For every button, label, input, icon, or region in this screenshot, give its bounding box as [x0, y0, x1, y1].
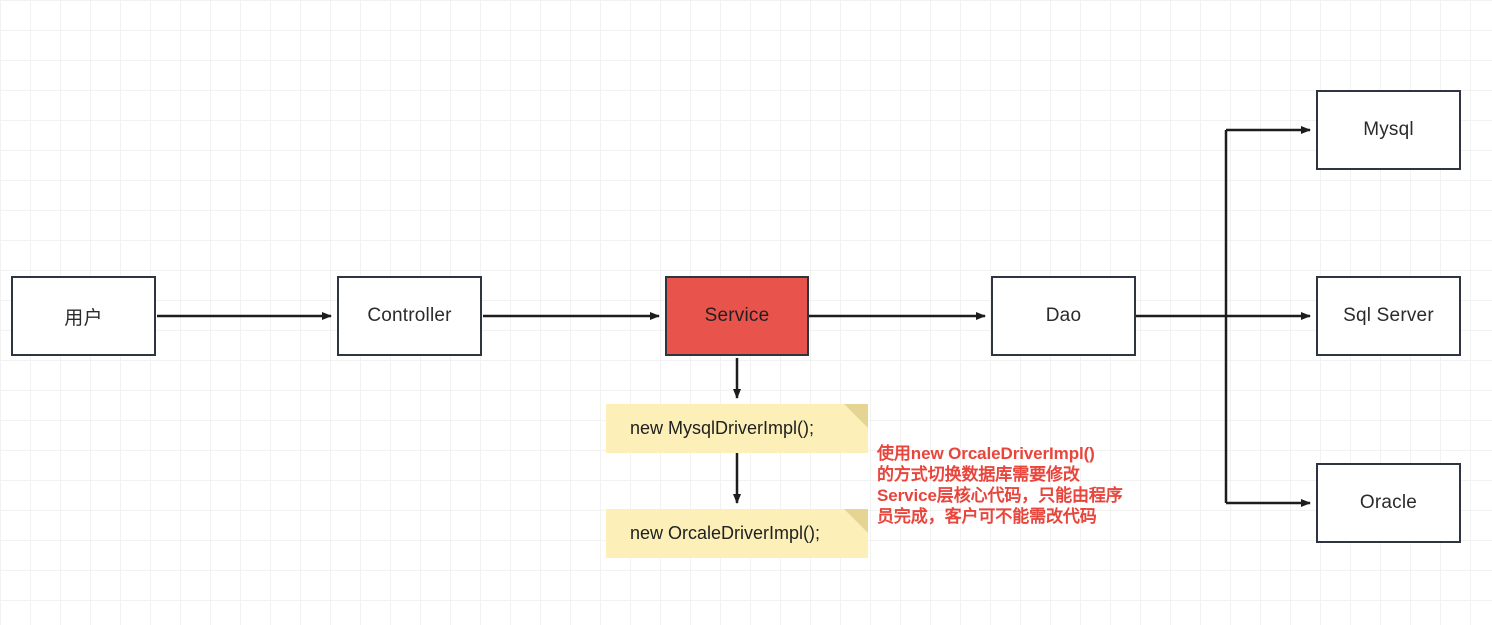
- note-oracle-driver[interactable]: new OrcaleDriverImpl();: [606, 509, 868, 558]
- node-controller-label: Controller: [367, 305, 452, 326]
- annotation-warning-text: 使用new OrcaleDriverImpl() 的方式切换数据库需要修改 Se…: [877, 444, 1123, 526]
- node-controller[interactable]: Controller: [337, 276, 482, 356]
- note-mysql-driver-text: new MysqlDriverImpl();: [630, 418, 815, 438]
- node-oracle[interactable]: Oracle: [1316, 463, 1461, 543]
- node-oracle-label: Oracle: [1359, 492, 1418, 513]
- node-service-label: Service: [704, 305, 770, 326]
- node-sqlserver-label: Sql Server: [1343, 305, 1434, 326]
- node-mysql[interactable]: Mysql: [1316, 90, 1461, 170]
- node-dao[interactable]: Dao: [991, 276, 1136, 356]
- node-service[interactable]: Service: [665, 276, 809, 356]
- node-user[interactable]: 用户: [11, 276, 156, 356]
- node-sqlserver[interactable]: Sql Server: [1316, 276, 1461, 356]
- note-mysql-driver[interactable]: new MysqlDriverImpl();: [606, 404, 868, 453]
- note-fold-corner-icon: [844, 404, 868, 428]
- node-user-label: 用户: [64, 307, 103, 329]
- note-fold-corner-icon: [844, 509, 868, 533]
- node-mysql-label: Mysql: [1363, 119, 1414, 140]
- node-dao-label: Dao: [1045, 305, 1082, 326]
- note-oracle-driver-text: new OrcaleDriverImpl();: [630, 523, 821, 543]
